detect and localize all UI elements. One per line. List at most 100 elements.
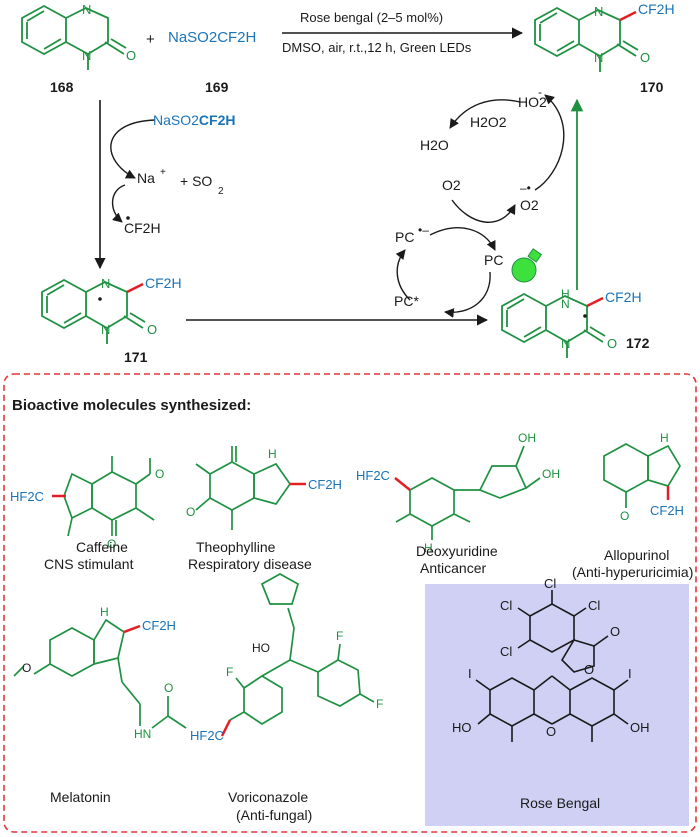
curved-arrow <box>111 184 126 223</box>
compound-168-structure <box>21 4 127 70</box>
allopurinol-name: Allopurinol <box>604 547 669 563</box>
n-atom: N <box>101 276 110 291</box>
reagent-sulfinate: NaSO2CF2H <box>153 112 235 128</box>
photocatalyst-radical-anion: PC <box>395 229 414 245</box>
hydroxyl-group: HO <box>452 720 472 735</box>
cf2h-bond <box>619 10 637 22</box>
chlorine-atom: Cl <box>500 598 512 613</box>
cf2h-group: CF2H <box>638 1 675 17</box>
rose-bengal-name: Rose Bengal <box>520 795 600 811</box>
cf2h-bond <box>220 719 232 737</box>
o-atom: O <box>607 336 617 351</box>
compound-172-structure <box>501 292 606 358</box>
caffeine-structure <box>63 456 155 537</box>
panel-heading: Bioactive molecules synthesized: <box>12 397 251 414</box>
o-atom: O <box>584 662 594 677</box>
caffeine-use: CNS stimulant <box>44 556 134 572</box>
f-atom: F <box>336 629 343 643</box>
photocatalyst-excited: PC* <box>394 293 419 309</box>
curved-arrow <box>449 99 521 129</box>
cf2h-group: CF2H <box>308 477 342 492</box>
n-atom: N <box>101 322 110 337</box>
melatonin-name: Melatonin <box>50 789 111 805</box>
o-atom: O <box>155 467 164 481</box>
compound-171-label: 171 <box>124 349 148 365</box>
condition-solvent: DMSO, air, r.t.,12 h, Green LEDs <box>282 40 472 55</box>
theophylline-use: Respiratory disease <box>188 556 312 572</box>
rose-bengal-panel <box>425 584 689 826</box>
n-atom: N <box>594 50 603 65</box>
radical-anion-mark: •– <box>418 223 429 237</box>
allopurinol-structure <box>603 443 681 508</box>
allopurinol-use: (Anti-hyperuricimia) <box>572 564 693 580</box>
radical-dot <box>98 297 102 301</box>
caffeine-name: Caffeine <box>76 539 128 555</box>
radical-dot <box>583 314 587 318</box>
n-atom: N <box>82 2 91 17</box>
o-atom: O <box>610 624 620 639</box>
cf2h-group: CF2H <box>142 618 176 633</box>
melatonin-structure <box>13 618 187 729</box>
hydroperoxide: HO2 <box>518 94 547 110</box>
cf2h-bond <box>394 477 411 491</box>
oh-group: HO <box>252 641 270 655</box>
compound-170-label: 170 <box>640 79 664 95</box>
chlorine-atom: Cl <box>588 598 600 613</box>
cycle-arrow <box>429 227 496 251</box>
cf2h-group: CF2H <box>650 503 684 518</box>
n-atom: N <box>594 4 603 19</box>
sodium-ion: Na <box>137 170 155 186</box>
cf2h-group: CF2H <box>145 275 182 291</box>
hf2c-group: HF2C <box>10 489 44 504</box>
voriconazole-structure <box>229 573 375 726</box>
chlorine-atom: Cl <box>544 576 556 591</box>
so2-byproduct: + SO <box>180 173 212 189</box>
bioactive-panel-border <box>3 373 697 833</box>
cf2h-bond <box>123 624 141 634</box>
condition-catalyst: Rose bengal (2–5 mol%) <box>300 10 443 25</box>
n-atom: N <box>561 336 570 351</box>
theophylline-name: Theophylline <box>196 539 276 555</box>
oh-group: OH <box>542 467 560 481</box>
cycle-arrow <box>395 249 411 301</box>
minus-charge: - <box>538 85 542 99</box>
radical-dot <box>126 216 130 220</box>
water: H2O <box>420 137 449 153</box>
voriconazole-name: Voriconazole <box>228 789 308 805</box>
f-atom: F <box>226 665 233 679</box>
n-atom: N <box>561 297 570 311</box>
cycle-arrow <box>534 94 565 191</box>
n-atom: N <box>82 48 91 63</box>
nh-group: H <box>424 541 433 555</box>
cycle-arrow <box>444 271 491 318</box>
o-atom: O <box>147 322 157 337</box>
curved-arrow <box>110 119 156 179</box>
deoxyuridine-structure <box>395 445 541 540</box>
nh-group: H <box>100 605 109 619</box>
hf2c-group: HF2C <box>356 468 390 483</box>
voriconazole-use: (Anti-fungal) <box>236 807 312 823</box>
rose-bengal-structure <box>475 590 629 742</box>
o-atom: O <box>640 50 650 65</box>
cf2h-radical: CF2H <box>124 220 161 236</box>
theophylline-structure <box>195 446 292 530</box>
green-led-icon <box>511 248 543 283</box>
o-atom: O <box>107 537 116 551</box>
superoxide-radical: O2 <box>520 197 539 213</box>
hf2c-group: HF2C <box>190 728 224 743</box>
nh-group: HN <box>134 727 151 741</box>
nh-group: H <box>660 431 669 445</box>
hydroxyl-group: OH <box>630 720 650 735</box>
cf2h-bond <box>126 282 144 294</box>
compound-168-label: 168 <box>50 79 74 95</box>
compound-170-structure <box>534 6 639 72</box>
oxygen: O2 <box>442 177 461 193</box>
f-atom: F <box>376 697 383 711</box>
o-atom: O <box>22 661 31 675</box>
plus-charge: + <box>160 167 166 178</box>
plus-sign: + <box>146 31 155 48</box>
o-atom: O <box>186 505 195 519</box>
iodine-atom: I <box>628 666 632 681</box>
compound-169-label: 169 <box>205 79 229 95</box>
